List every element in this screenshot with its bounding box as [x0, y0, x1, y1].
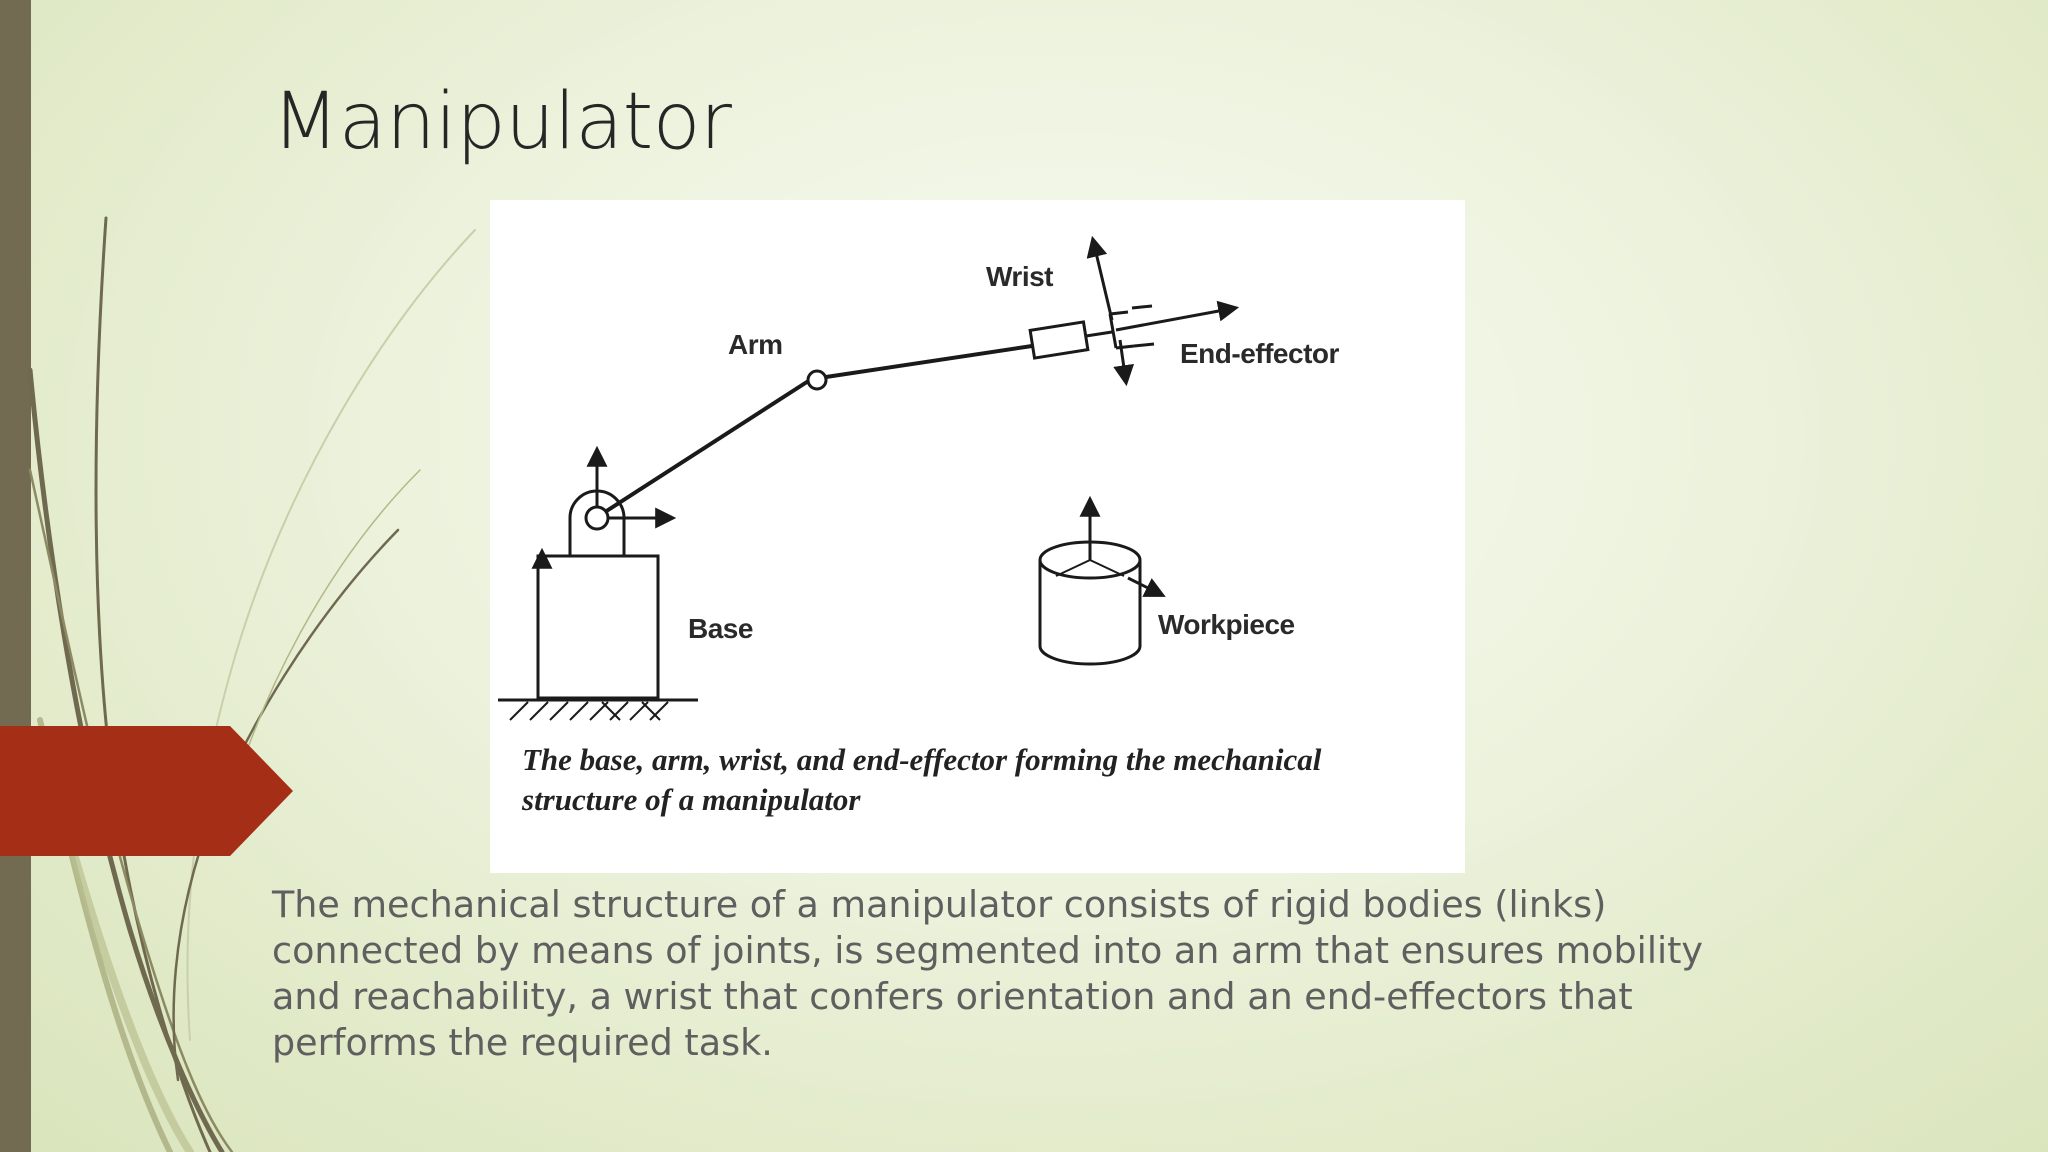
arm-link-2	[825, 344, 1033, 379]
label-workpiece: Workpiece	[1158, 609, 1295, 640]
end-effector-axis-down	[1113, 339, 1135, 387]
base-block	[536, 554, 660, 700]
manipulator-figure: Wrist Arm End-effector Base Workpiece Th…	[490, 200, 1465, 873]
elbow-joint	[806, 369, 828, 391]
arm-link-1	[603, 378, 812, 514]
slide-body-text: The mechanical structure of a manipulato…	[272, 883, 1704, 1064]
label-end-effector: End-effector	[1180, 338, 1340, 369]
label-arm: Arm	[728, 329, 783, 360]
wrist-box	[1028, 320, 1090, 360]
slide-title: Manipulator	[272, 77, 732, 167]
red-arrow-tab	[0, 726, 293, 856]
manipulator-diagram: Wrist Arm End-effector Base Workpiece	[498, 235, 1340, 721]
ground-hatching	[509, 701, 669, 721]
workpiece-axis-right	[1127, 576, 1166, 597]
figure-caption: The base, arm, wrist, and end-effector f…	[522, 742, 1322, 817]
label-wrist: Wrist	[986, 261, 1053, 292]
end-effector-axis-x	[1115, 300, 1240, 332]
end-effector-axis-up	[1086, 235, 1114, 321]
label-base: Base	[688, 613, 753, 644]
left-accent-strip	[0, 0, 31, 1152]
workpiece-bottom	[1038, 645, 1142, 666]
